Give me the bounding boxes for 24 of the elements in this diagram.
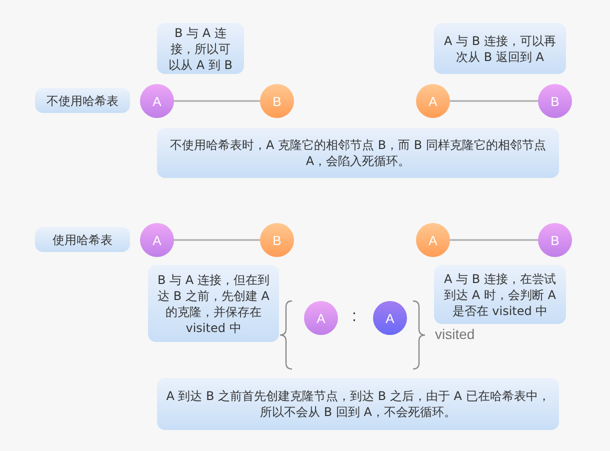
text-box: A 与 B 连接，在尝试到达 A 时，会判断 A 是否在 visited 中 xyxy=(434,265,566,324)
node-circle: B xyxy=(538,84,572,118)
connector-line xyxy=(174,100,260,102)
set-label: visited xyxy=(435,326,475,342)
node-circle: B xyxy=(538,223,572,257)
node-circle: A xyxy=(416,84,450,118)
text-box: 使用哈希表 xyxy=(35,227,130,252)
colon-separator: : xyxy=(352,308,356,326)
node-circle: A xyxy=(304,301,338,335)
node-circle: A xyxy=(416,223,450,257)
text-box: 不使用哈希表时，A 克隆它的相邻节点 B，而 B 同样克隆它的相邻节点 A，会陷入死循环。 xyxy=(157,128,559,178)
node-circle: B xyxy=(260,223,294,257)
text-box: A 到达 B 之前首先创建克隆节点，到达 B 之后，由于 A 已在哈希表中，所以不会从 B 回到 A，不会死循环。 xyxy=(157,378,559,430)
text-box: A 与 B 连接，可以再次从 B 返回到 A xyxy=(434,23,566,74)
text-box: 不使用哈希表 xyxy=(35,88,130,113)
node-circle: A xyxy=(140,84,174,118)
node-circle: A xyxy=(373,301,407,335)
text-box: B 与 A 连接，但在到达 B 之前，先创建 A 的克隆，并保存在 visited 中 xyxy=(148,265,279,342)
node-circle: A xyxy=(140,223,174,257)
connector-line xyxy=(174,239,260,241)
text-box: B 与 A 连接，所以可以从 A 到 B xyxy=(157,23,244,74)
node-circle: B xyxy=(260,84,294,118)
connector-line xyxy=(450,239,538,241)
connector-line xyxy=(450,100,538,102)
